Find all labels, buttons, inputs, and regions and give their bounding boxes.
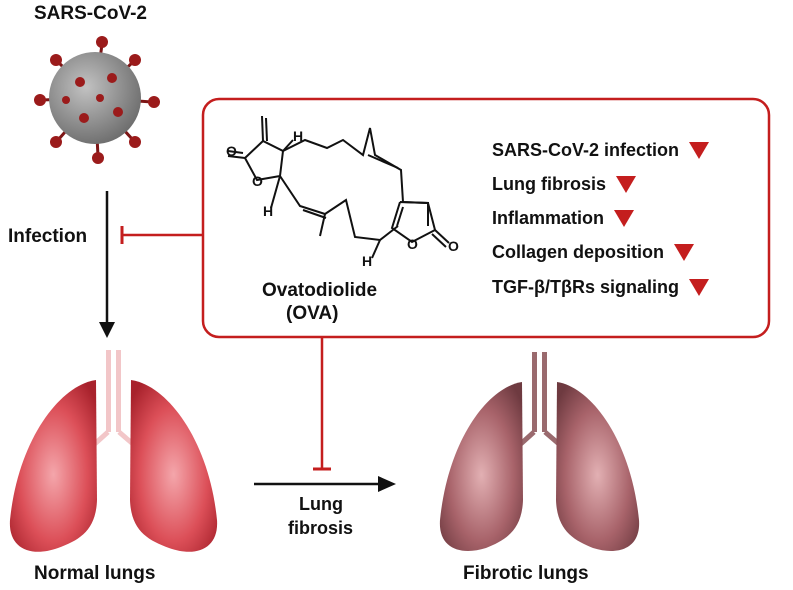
normal-lungs-label: Normal lungs xyxy=(34,563,156,584)
effect-label: Collagen deposition xyxy=(492,242,665,262)
down-triangle-icon xyxy=(616,176,636,193)
compound-name: Ovatodiolide xyxy=(262,280,378,301)
compound-abbr: (OVA) xyxy=(286,303,339,324)
effect-label: TGF-β/TβRs signaling xyxy=(492,277,679,297)
fibrotic-lungs-label: Fibrotic lungs xyxy=(463,563,589,584)
effect-row-3: Inflammation xyxy=(492,208,635,229)
down-triangle-icon xyxy=(688,279,709,296)
effect-label: Lung fibrosis xyxy=(492,174,606,194)
effect-row-5: TGF-β/TβRs signaling xyxy=(492,277,709,298)
normal-lungs-icon xyxy=(9,350,218,552)
effect-label: SARS-CoV-2 infection xyxy=(492,140,680,160)
atom-label-o4: O xyxy=(448,238,459,254)
effect-row-1: SARS-CoV-2 infection xyxy=(492,140,710,161)
infection-label: Infection xyxy=(8,226,88,247)
down-triangle-icon xyxy=(674,244,695,261)
down-triangle-icon xyxy=(614,210,635,227)
atom-label-o1: O xyxy=(226,143,237,159)
virus-icon xyxy=(34,36,160,164)
drug-box xyxy=(201,97,771,339)
process-label-line1: Lung xyxy=(299,494,343,514)
effect-row-2: Lung fibrosis xyxy=(492,174,636,195)
ovatodiolide-structure xyxy=(227,115,450,259)
fibrotic-lungs-icon xyxy=(439,352,640,551)
atom-label-o2: O xyxy=(252,173,263,189)
atom-label-o3: O xyxy=(407,236,418,252)
process-label-line2: fibrosis xyxy=(288,518,354,538)
infection-arrowhead xyxy=(99,322,115,338)
atom-label-h1: H xyxy=(293,128,304,144)
fibrosis-process-arrowhead xyxy=(378,476,396,492)
atom-label-h3: H xyxy=(362,253,373,269)
atom-label-h2: H xyxy=(263,203,274,219)
virus-label: SARS-CoV-2 xyxy=(34,3,147,24)
effect-row-4: Collagen deposition xyxy=(492,242,695,263)
effect-label: Inflammation xyxy=(492,208,605,228)
down-triangle-icon xyxy=(689,142,710,159)
